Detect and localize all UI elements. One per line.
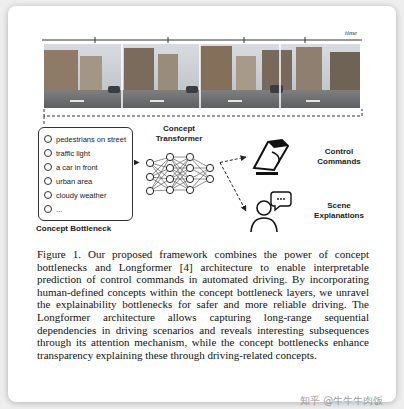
output-block: Control Commands xyxy=(248,134,368,180)
axis-label: time xyxy=(345,29,357,37)
concept-row: ... xyxy=(44,202,126,216)
dashed-arrow xyxy=(220,157,246,163)
concept-neuron xyxy=(44,177,52,185)
pedal-icon xyxy=(248,134,294,180)
concept-neuron xyxy=(44,205,52,213)
concept-row: traffic light xyxy=(44,146,126,160)
concept-row: a car in front xyxy=(44,160,126,174)
output-label: Control Commands xyxy=(310,147,368,167)
transformer-block: Concept Transformer xyxy=(140,124,218,201)
dashed-bracket xyxy=(44,109,362,126)
concept-neuron xyxy=(44,149,52,157)
street-photos xyxy=(44,44,360,108)
concept-label: pedestrians on street xyxy=(56,135,126,144)
concept-bottleneck-box: pedestrians on street traffic light a car … xyxy=(38,127,133,221)
concept-neuron xyxy=(44,163,52,171)
dashed-arrow xyxy=(220,163,246,212)
concept-row: pedestrians on street xyxy=(44,132,126,146)
concept-neuron xyxy=(44,191,52,199)
concept-row: cloudy weather xyxy=(44,188,126,202)
group-heading: Concept Bottleneck xyxy=(36,224,111,233)
concept-label: traffic light xyxy=(56,149,90,158)
concept-label: a car in front xyxy=(56,163,98,172)
concept-label: cloudy weather xyxy=(56,191,106,200)
concept-label: urban area xyxy=(56,177,92,186)
figure-caption: Figure 1. Our proposed framework combine… xyxy=(37,248,369,361)
dashed-arrow xyxy=(134,162,139,163)
concept-row: urban area xyxy=(44,174,126,188)
timeline-axis xyxy=(42,37,362,43)
watermark: 知乎 @牛牛牛肉饭 xyxy=(300,394,383,408)
block-title: Concept Transformer xyxy=(149,124,209,143)
network-graphic xyxy=(140,145,220,201)
output-label: Scene Explanations xyxy=(310,201,368,221)
output-block: Scene Explanations xyxy=(248,188,368,234)
concept-label: ... xyxy=(56,205,62,214)
person-icon xyxy=(248,188,294,234)
concept-neuron xyxy=(44,135,52,143)
